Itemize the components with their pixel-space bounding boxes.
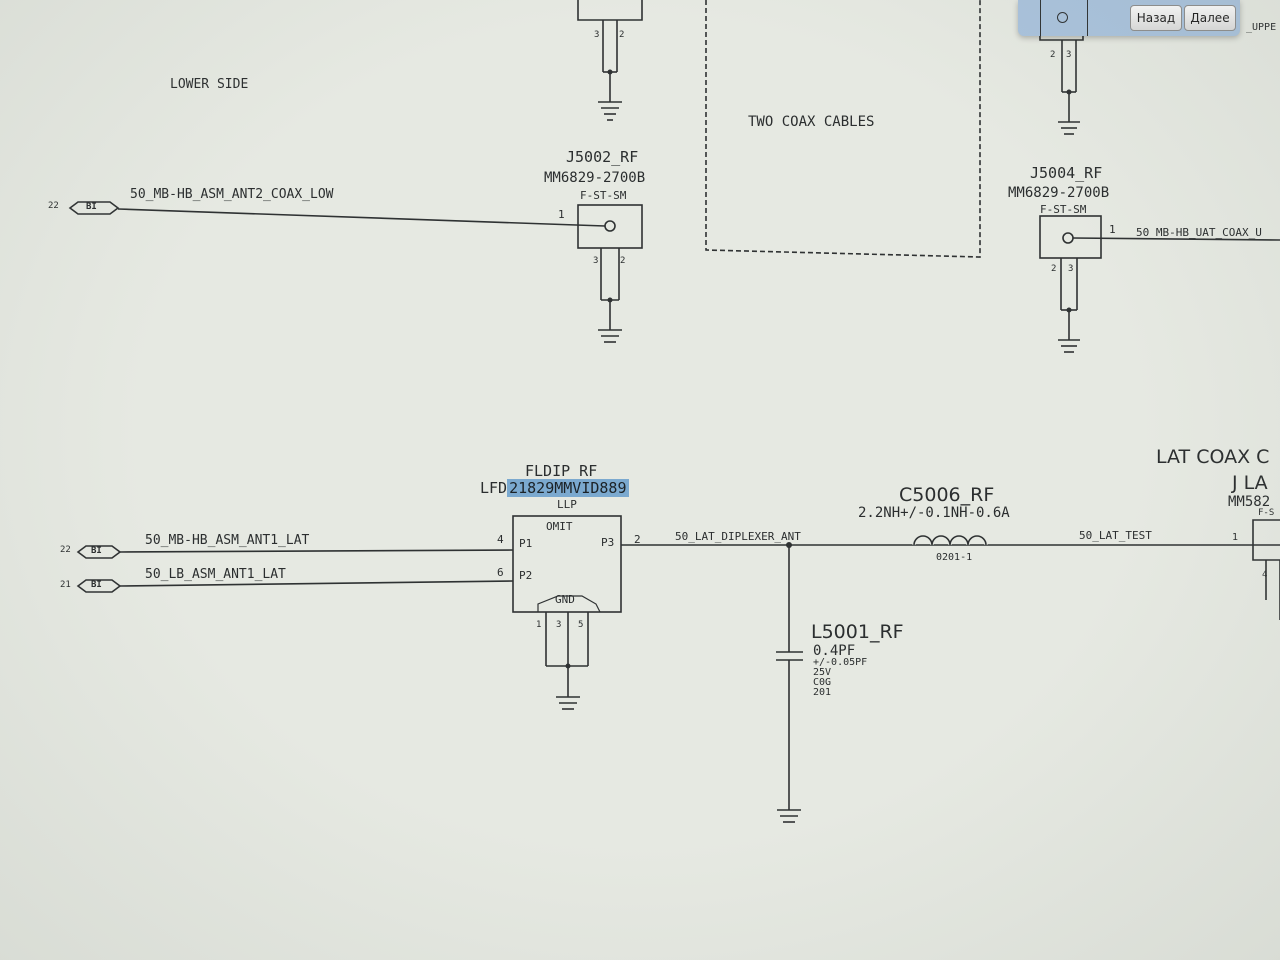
j5004-pin1: 1 <box>1109 223 1116 236</box>
lower-side-label: LOWER SIDE <box>170 77 249 92</box>
fldip-bottom-pin1: 1 <box>536 620 542 630</box>
j5002-footprint: F-ST-SM <box>580 189 627 202</box>
j5002-pin1: 1 <box>558 208 565 221</box>
net-lat-diplexer-ant: 50_LAT_DIPLEXER_ANT <box>675 530 801 543</box>
j5004-part: MM6829-2700B <box>1008 185 1110 201</box>
offpage-1-page: 22 <box>48 201 59 211</box>
j5004-symbol <box>1039 215 1280 353</box>
top-right-conn-pin2: 2 <box>1050 50 1056 60</box>
j5002-ref: J5002_RF <box>566 148 639 166</box>
j5004-footprint: F-ST-SM <box>1040 203 1087 216</box>
j5004-ref: J5004_RF <box>1030 164 1103 182</box>
net-lat-test: 50_LAT_TEST <box>1079 529 1152 542</box>
c5006-package: 0201-1 <box>936 552 973 563</box>
upper-net-fragment: _UPPE <box>1246 22 1277 33</box>
offpage-2-tag: BI <box>91 546 102 556</box>
top-conn-pin3: 3 <box>594 30 600 40</box>
offpage-2-page: 22 <box>60 545 71 555</box>
fldip-pin-p3: P3 <box>601 536 615 549</box>
l5001-voltage: 25V <box>813 667 832 678</box>
next-button[interactable]: Далее <box>1184 5 1236 31</box>
j5004-pin3: 3 <box>1068 264 1074 274</box>
top-connector-symbol <box>577 0 643 121</box>
c5006-ref: C5006_RF <box>899 484 995 506</box>
j-lat-symbol <box>1252 519 1280 620</box>
j5002-symbol <box>117 204 643 343</box>
c5006-symbol <box>912 534 988 546</box>
back-button[interactable]: Назад <box>1130 5 1182 31</box>
offpage-shapes <box>68 201 122 593</box>
net-uat-coax: 50_MB-HB_UAT_COAX_U <box>1136 226 1262 239</box>
top-right-conn-pin3: 3 <box>1066 50 1072 60</box>
fldip-gnd: GND <box>555 593 575 606</box>
junction-dots <box>565 69 1072 669</box>
net-ant1-lat: 50_MB-HB_ASM_ANT1_LAT <box>145 533 310 548</box>
j5002-pin2: 2 <box>620 256 626 266</box>
l5001-value: 0.4PF <box>813 643 856 659</box>
fldip-pin-p1: P1 <box>519 537 533 550</box>
l5001-size: 201 <box>813 687 832 698</box>
fldip-package: LLP <box>557 498 577 511</box>
net-ant2-coax-low: 50_MB-HB_ASM_ANT2_COAX_LOW <box>130 187 334 202</box>
fldip-part-highlight: 21829MMVID889 <box>507 479 629 497</box>
fldip-ref: FLDIP_RF <box>525 462 598 480</box>
l5001-tolerance: +/-0.05PF <box>813 657 868 668</box>
fldip-pin6: 6 <box>497 566 504 579</box>
net-lb-ant1-lat: 50_LB_ASM_ANT1_LAT <box>145 567 286 582</box>
offpage-3-page: 21 <box>60 580 71 590</box>
l5001-symbol <box>776 545 803 823</box>
j5004-pin2: 2 <box>1051 264 1057 274</box>
j-lat-ref: J LA <box>1232 472 1268 494</box>
find-toolbar: Назад Далее <box>1018 0 1240 36</box>
fldip-symbol <box>119 515 1280 710</box>
j-lat-part: MM582 <box>1228 494 1271 510</box>
offpage-3-tag: BI <box>91 580 102 590</box>
fldip-bottom-pin3: 3 <box>556 620 562 630</box>
j-lat-footprint: F-S <box>1258 508 1275 518</box>
fldip-pin4: 4 <box>497 533 504 546</box>
j5002-part: MM6829-2700B <box>544 170 646 186</box>
j-lat-pin4: 4 <box>1262 570 1268 580</box>
lat-coax-label: LAT COAX C <box>1156 446 1270 468</box>
j-lat-pin1: 1 <box>1232 532 1239 543</box>
l5001-ref: L5001_RF <box>811 621 904 643</box>
l5001-dielectric: C0G <box>813 677 832 688</box>
fldip-bottom-pin5: 5 <box>578 620 584 630</box>
top-conn-pin2: 2 <box>619 30 625 40</box>
two-coax-label: TWO COAX CABLES <box>748 114 875 130</box>
two-coax-boundary <box>705 0 981 258</box>
fldip-omit: OMIT <box>546 520 573 533</box>
toolbar-connector-fragment <box>1040 0 1088 36</box>
offpage-1-tag: BI <box>86 202 97 212</box>
j5002-pin3: 3 <box>593 256 599 266</box>
fldip-pin-p2: P2 <box>519 569 533 582</box>
toolbar-connector-circle <box>1057 12 1068 23</box>
fldip-pin2: 2 <box>634 533 641 546</box>
c5006-value: 2.2NH+/-0.1NH-0.6A <box>858 505 1010 521</box>
